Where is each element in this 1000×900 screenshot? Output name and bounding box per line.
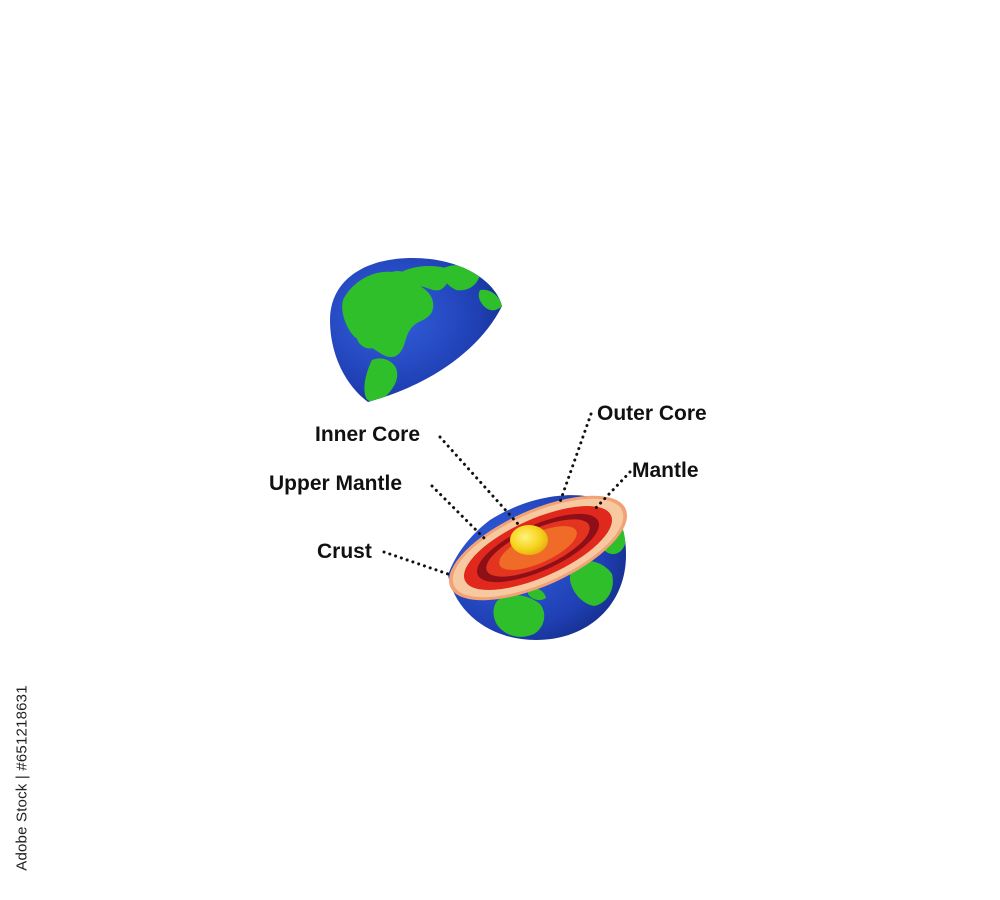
- label-mantle: Mantle: [632, 459, 699, 482]
- leader-inner-core: [438, 435, 520, 526]
- label-crust: Crust: [317, 540, 372, 563]
- leader-lines: [382, 412, 632, 576]
- leader-crust: [382, 550, 450, 576]
- label-upper-mantle: Upper Mantle: [269, 472, 402, 495]
- label-inner-core: Inner Core: [315, 423, 420, 446]
- label-outer-core: Outer Core: [597, 402, 707, 425]
- continents-north-america: [342, 265, 502, 402]
- inner-core-layer: [510, 525, 548, 555]
- lower-hemisphere: [448, 495, 628, 640]
- stock-id-text: Adobe Stock | #651218631: [13, 685, 31, 871]
- leader-upper-mantle: [430, 484, 488, 542]
- upper-hemisphere: [330, 258, 502, 402]
- stock-id-watermark: Adobe Stock | #651218631: [10, 668, 34, 888]
- leader-outer-core: [558, 412, 593, 504]
